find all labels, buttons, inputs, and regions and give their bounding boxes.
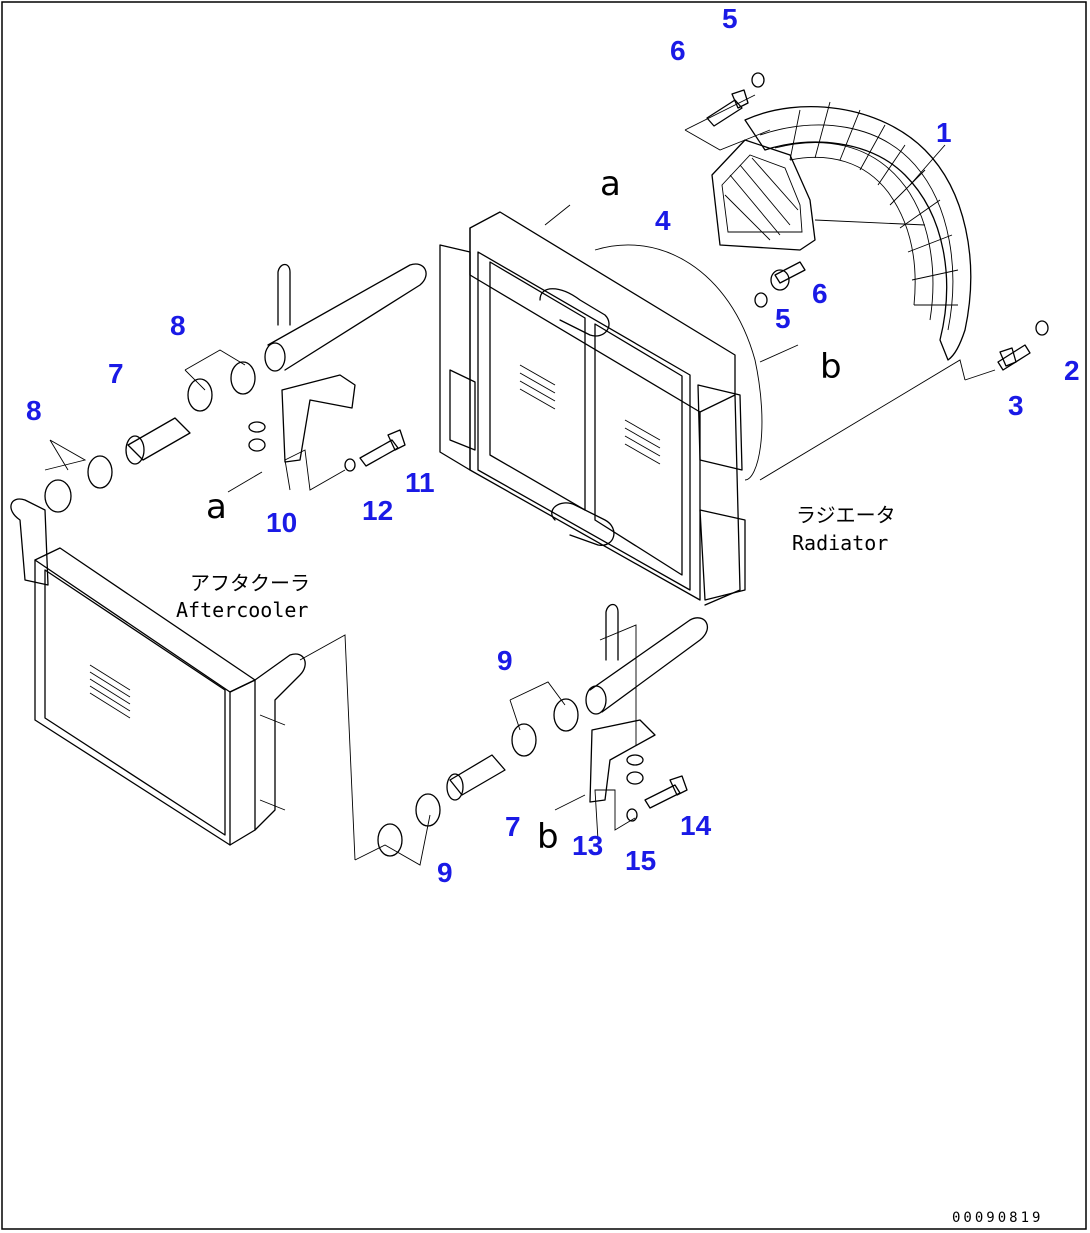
aftercooler-label-jp: アフタクーラ: [190, 571, 310, 595]
radiator: [439, 211, 763, 606]
callout-5-top: 5: [722, 3, 738, 34]
callout-8-right: 8: [170, 310, 186, 341]
document-number: 00090819: [952, 1210, 1043, 1226]
radiator-label-en: Radiator: [792, 531, 888, 555]
callout-8-left: 8: [26, 395, 42, 426]
callout-12: 12: [362, 495, 393, 526]
callout-6-top: 6: [670, 35, 686, 66]
fan-shroud: [711, 139, 816, 251]
leader-lines: [44, 94, 996, 866]
fasteners-upper: [706, 72, 1049, 371]
aftercooler-label-en: Aftercooler: [176, 598, 308, 622]
callout-7-lower: 7: [505, 811, 521, 842]
upper-pipe-assembly: [44, 263, 427, 513]
component-labels: ラジエータ Radiator アフタクーラ Aftercooler: [176, 503, 896, 622]
callout-14: 14: [680, 810, 712, 841]
callout-13: 13: [572, 830, 603, 861]
lower-pipe-assembly: [377, 603, 709, 857]
callout-7-upper: 7: [108, 358, 124, 389]
callout-10: 10: [266, 507, 297, 538]
aftercooler: [10, 498, 306, 846]
radiator-label-jp: ラジエータ: [796, 503, 896, 527]
view-letter-a-lower: a: [206, 487, 227, 527]
callout-9-lower: 9: [437, 857, 453, 888]
callout-15: 15: [625, 845, 656, 876]
callout-5-mid: 5: [775, 303, 791, 334]
part-callouts: 1 2 3 4 5 5 6 6 7 7 8 8 9 9 10 11 12 13 …: [26, 3, 1080, 888]
view-letters: a a b b: [206, 164, 842, 857]
fan-guard: [744, 101, 972, 361]
view-letter-a-upper: a: [600, 164, 621, 204]
view-letter-b-lower: b: [537, 817, 559, 857]
view-letter-b-upper: b: [820, 347, 842, 387]
callout-11: 11: [405, 467, 435, 498]
callout-2: 2: [1064, 355, 1080, 386]
callout-4: 4: [655, 205, 671, 236]
callout-3: 3: [1008, 390, 1024, 421]
callout-6-mid: 6: [812, 278, 828, 309]
callout-1: 1: [936, 117, 952, 148]
callout-9-upper: 9: [497, 645, 513, 676]
